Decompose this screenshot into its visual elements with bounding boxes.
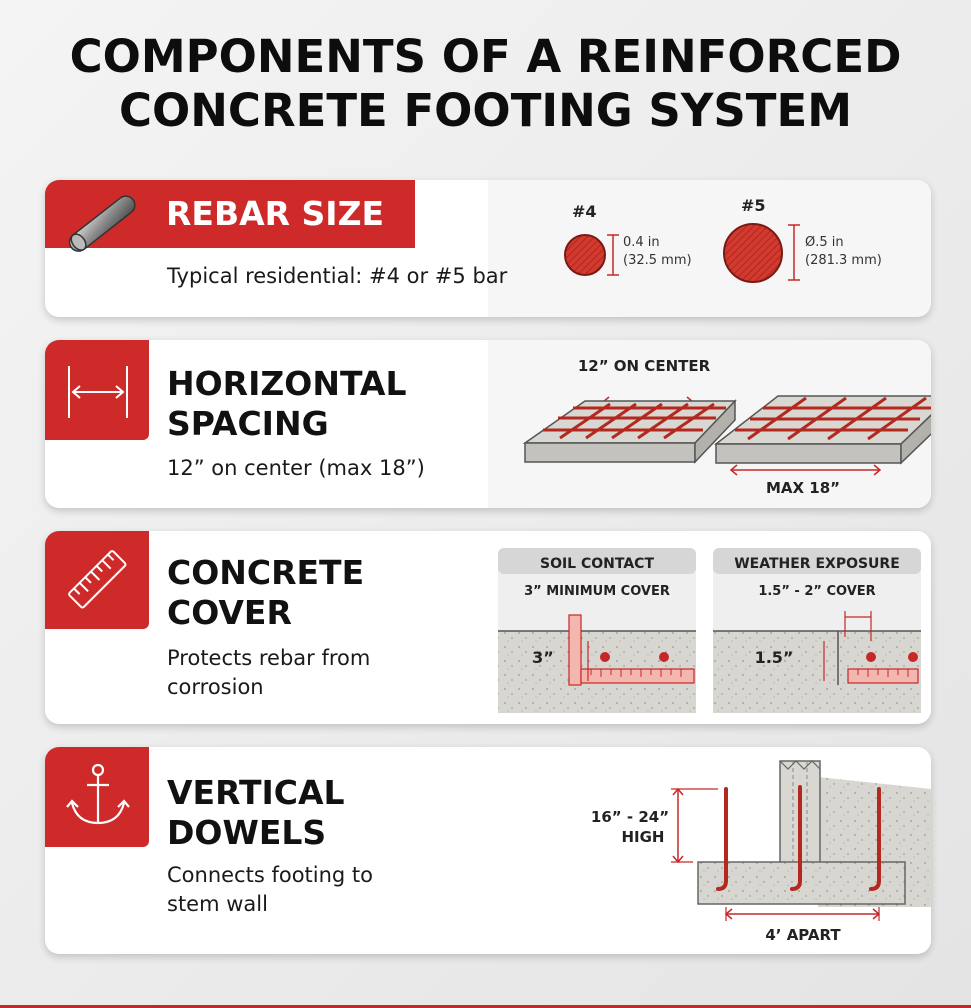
weather-cover-subtitle: 1.5” - 2” COVER bbox=[758, 584, 875, 599]
anchor-icon bbox=[66, 763, 130, 825]
spacing-heading: HORIZONTAL SPACING bbox=[167, 364, 406, 444]
soil-rebar-dot-1 bbox=[600, 652, 610, 662]
bar-4-cross-section bbox=[564, 234, 606, 276]
rebar-size-heading: REBAR SIZE bbox=[166, 194, 385, 233]
bar-5-cross-section bbox=[723, 223, 783, 283]
rebar-rod-icon bbox=[68, 195, 136, 252]
rebar-grid-left bbox=[543, 402, 726, 440]
soil-contact-panel: SOIL CONTACT 3” MINIMUM COVER 3” bbox=[498, 548, 696, 713]
cover-heading-line-1: CONCRETE bbox=[167, 553, 365, 592]
rebar-size-card: REBAR SIZE Typical residential: #4 or #5… bbox=[45, 180, 931, 317]
soil-cover-subtitle: 3” MINIMUM COVER bbox=[524, 584, 670, 599]
soil-cover-dimension: 3” bbox=[532, 648, 554, 667]
rebar-size-description: Typical residential: #4 or #5 bar bbox=[167, 264, 508, 288]
dowels-heading-line-1: VERTICAL bbox=[167, 773, 345, 812]
dowels-diagram: 16” - 24” HIGH 4’ APART bbox=[591, 760, 931, 944]
dowels-description-line-1: Connects footing to bbox=[167, 863, 374, 887]
vertical-dowels-card: VERTICAL DOWELS Connects footing to stem… bbox=[45, 747, 931, 954]
cover-description-line-2: corrosion bbox=[167, 675, 264, 699]
bottom-accent-line bbox=[0, 1005, 971, 1008]
weather-rebar-dot-2 bbox=[908, 652, 918, 662]
dowels-heading: VERTICAL DOWELS bbox=[167, 773, 345, 853]
spacing-icon-badge bbox=[45, 340, 149, 440]
spacing-description: 12” on center (max 18”) bbox=[167, 456, 425, 480]
weather-rebar-dot-1 bbox=[866, 652, 876, 662]
spacing-heading-line-1: HORIZONTAL bbox=[167, 364, 407, 403]
title-line-1: COMPONENTS OF A REINFORCED bbox=[69, 30, 902, 83]
rebar-grid-right bbox=[735, 396, 931, 441]
soil-rebar-dot-2 bbox=[659, 652, 669, 662]
page-title: COMPONENTS OF A REINFORCED CONCRETE FOOT… bbox=[0, 30, 971, 138]
cover-icon-badge bbox=[45, 531, 149, 629]
bar-4-label: #4 bbox=[572, 202, 597, 221]
dowel-height-label-2: HIGH bbox=[621, 828, 664, 846]
dowel-spacing-label: 4’ APART bbox=[765, 926, 841, 944]
horizontal-spacing-card: HORIZONTAL SPACING 12” on center (max 18… bbox=[45, 340, 931, 508]
dowels-description: Connects footing to stem wall bbox=[167, 861, 373, 919]
spacing-heading-line-2: SPACING bbox=[167, 404, 329, 443]
rebar-size-diagram-panel bbox=[488, 180, 931, 317]
cover-description: Protects rebar from corrosion bbox=[167, 644, 370, 702]
dowels-description-line-2: stem wall bbox=[167, 892, 268, 916]
cover-heading-line-2: COVER bbox=[167, 593, 292, 632]
bar-5-diameter-metric: (281.3 mm) bbox=[805, 253, 882, 268]
bar-4-diameter-metric: (32.5 mm) bbox=[623, 253, 692, 268]
bar-4-diameter: 0.4 in bbox=[623, 235, 660, 250]
dowel-height-label: 16” - 24” bbox=[591, 808, 669, 826]
weather-exposure-title: WEATHER EXPOSURE bbox=[734, 556, 900, 572]
horizontal-dimension-icon bbox=[68, 366, 128, 418]
spacing-diagram: 12” ON CENTER MAX 18” bbox=[522, 357, 931, 497]
cover-description-line-1: Protects rebar from bbox=[167, 646, 371, 670]
rebar-size-diagram: #4 0.4 in (32.5 mm) #5 Ø.5 in (281.3 mm) bbox=[564, 196, 882, 283]
ruler-icon bbox=[68, 550, 127, 609]
bar-5-diameter: Ø.5 in bbox=[805, 235, 844, 250]
cover-diagram: SOIL CONTACT 3” MINIMUM COVER 3” WEATHER… bbox=[498, 548, 921, 713]
dowel-bars bbox=[716, 785, 881, 891]
soil-contact-title: SOIL CONTACT bbox=[540, 556, 654, 572]
bar-5-label: #5 bbox=[741, 196, 766, 215]
cover-heading: CONCRETE COVER bbox=[167, 553, 364, 633]
on-center-label: 12” ON CENTER bbox=[578, 357, 711, 375]
concrete-cover-card: CONCRETE COVER Protects rebar from corro… bbox=[45, 531, 931, 724]
max-spacing-label: MAX 18” bbox=[766, 479, 840, 497]
title-line-2: CONCRETE FOOTING SYSTEM bbox=[118, 84, 853, 137]
dowels-heading-line-2: DOWELS bbox=[167, 813, 327, 852]
weather-exposure-panel: WEATHER EXPOSURE 1.5” - 2” COVER 1.5” bbox=[713, 548, 921, 713]
weather-cover-dimension: 1.5” bbox=[755, 648, 794, 667]
